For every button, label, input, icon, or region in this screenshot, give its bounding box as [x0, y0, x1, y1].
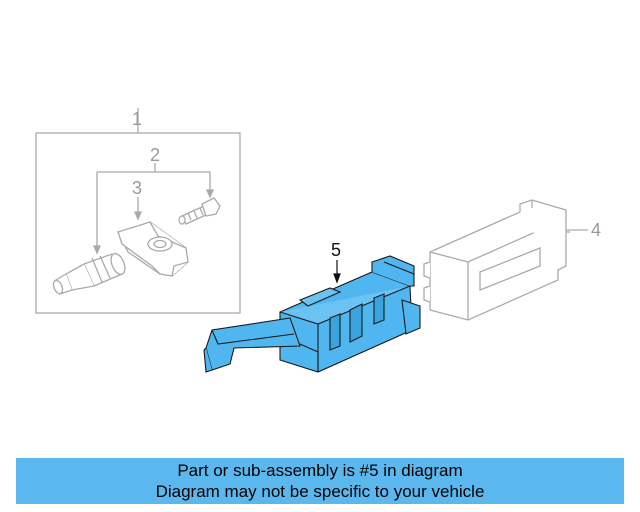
callout-1: 1 [132, 109, 142, 129]
callout-4: 4 [591, 220, 601, 240]
parts-diagram: 1 2 3 4 5 [35, 108, 601, 373]
callout-3: 3 [132, 178, 142, 198]
bracket-part-5 [203, 255, 421, 373]
info-banner: Part or sub-assembly is #5 in diagram Di… [16, 458, 624, 504]
banner-line-1: Part or sub-assembly is #5 in diagram [177, 461, 463, 480]
callout-5: 5 [331, 240, 341, 260]
control-module-drawing [423, 199, 588, 321]
callout-2: 2 [150, 145, 160, 165]
leader-5 [333, 260, 341, 284]
screw-drawing [178, 197, 221, 225]
banner-line-2: Diagram may not be specific to your vehi… [155, 482, 485, 501]
tpms-sensor-drawing [117, 221, 189, 277]
assembly-1-group [35, 108, 241, 314]
valve-stem-drawing [52, 252, 126, 295]
